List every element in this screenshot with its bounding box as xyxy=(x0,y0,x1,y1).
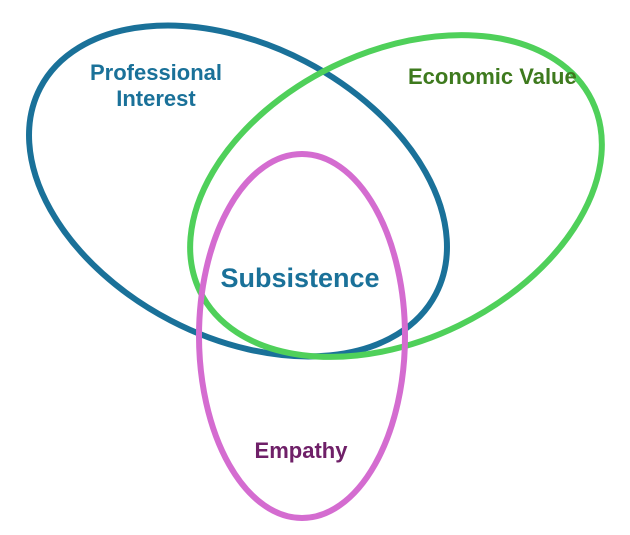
professional-interest-label-line-1: Professional xyxy=(89,60,223,85)
professional-interest-ellipse xyxy=(26,22,450,360)
professional-interest-label: Professional Interest xyxy=(78,60,234,113)
empathy-ellipse xyxy=(196,151,408,521)
economic-value-label: Economic Value xyxy=(408,64,577,89)
professional-interest-label-line-2: Interest xyxy=(116,86,196,112)
subsistence-label: Subsistence xyxy=(220,263,380,293)
empathy-label: Empathy xyxy=(254,438,348,463)
